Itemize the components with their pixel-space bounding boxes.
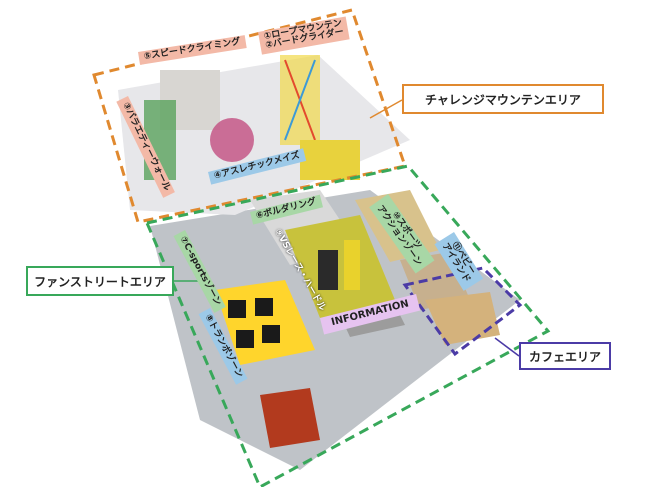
- vs-race-track: [285, 215, 395, 318]
- trampoline-pad: [236, 330, 254, 348]
- challenge-mountain-callout-line: [369, 99, 403, 119]
- fun-street-area-outline: [144, 164, 551, 490]
- cafe-callout-line: [494, 337, 520, 357]
- trampoline-pad: [228, 300, 246, 318]
- hurdle-block: [344, 240, 360, 290]
- ball-pit: [210, 118, 254, 162]
- cafe-area-outline: [402, 266, 523, 357]
- trampoline-pad: [255, 298, 273, 316]
- cafe-area-label: カフェエリア: [519, 342, 611, 370]
- fun-street-area-label: ファンストリートエリア: [26, 266, 174, 296]
- athletic-maze-block: [300, 140, 360, 180]
- cafe-floor: [425, 292, 500, 345]
- trampoline-pad: [262, 325, 280, 343]
- challenge-mountain-area-label: チャレンジマウンテンエリア: [402, 84, 604, 114]
- rope-mountain-frame: [284, 59, 316, 141]
- hurdle-block: [318, 250, 338, 290]
- foam-pit: [260, 388, 320, 448]
